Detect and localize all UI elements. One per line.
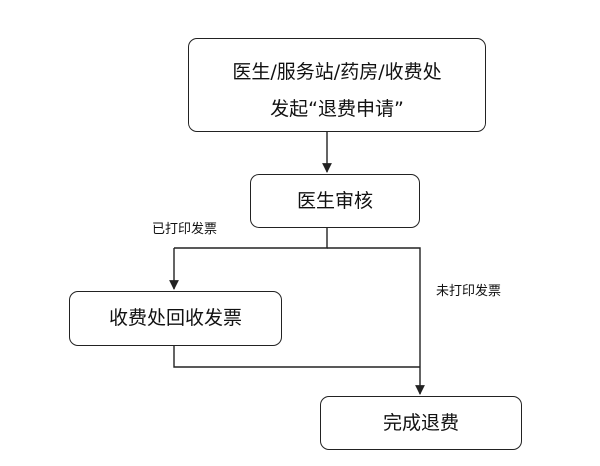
node-initiate-refund-line1: 医生/服务站/药房/收费处 — [232, 61, 442, 83]
connector-recover-to-done — [173, 346, 420, 368]
edge-label-invoice-printed: 已打印发票 — [152, 222, 218, 237]
node-cashier-recover-invoice: 收费处回收发票 — [69, 291, 282, 346]
node-refund-complete: 完成退费 — [320, 396, 522, 450]
edge-label-invoice-not-printed: 未打印发票 — [436, 284, 502, 299]
node-initiate-refund: 医生/服务站/药房/收费处 发起“退费申请” — [188, 38, 486, 132]
connector-review-to-unprinted — [327, 247, 425, 395]
node-initiate-refund-line2: 发起“退费申请” — [270, 98, 404, 120]
node-doctor-review: 医生审核 — [250, 174, 420, 228]
